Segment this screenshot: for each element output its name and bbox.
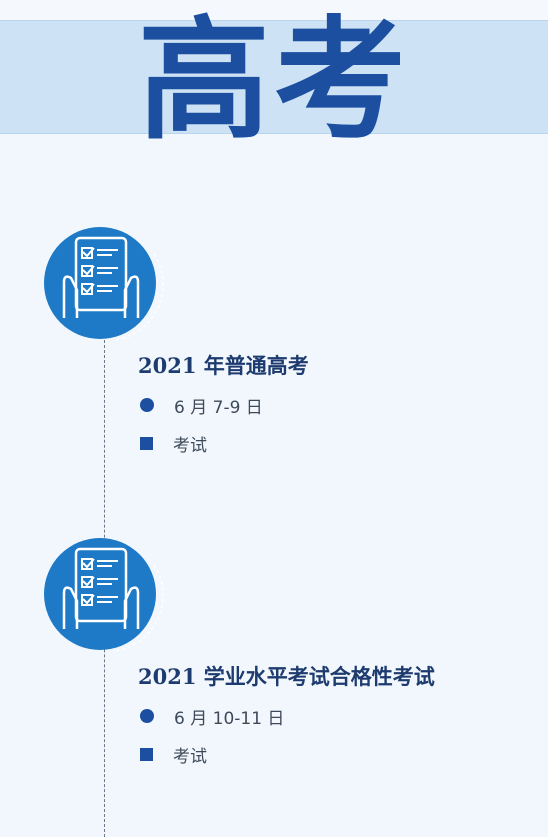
- page-title: 高考: [138, 4, 410, 158]
- event-date-row: 6 月 7-9 日: [140, 393, 263, 418]
- exam-checklist-icon: [44, 533, 166, 655]
- event-title: 2021 年普通高考: [138, 353, 309, 378]
- dot-bullet-icon: [140, 398, 154, 412]
- square-bullet-icon: [140, 436, 153, 450]
- event-type-row: 考试: [140, 742, 207, 767]
- event-date: 6 月 7-9 日: [174, 397, 263, 418]
- event-type: 考试: [173, 746, 207, 767]
- dot-bullet-icon: [140, 709, 154, 723]
- event-type-row: 考试: [140, 431, 207, 456]
- exam-checklist-icon: [44, 222, 166, 344]
- top-strip: [0, 0, 548, 20]
- event-date: 6 月 10-11 日: [174, 708, 285, 729]
- event-date-row: 6 月 10-11 日: [140, 704, 285, 729]
- square-bullet-icon: [140, 747, 153, 761]
- header-banner: [0, 20, 548, 134]
- event-title: 2021 学业水平考试合格性考试: [138, 664, 435, 689]
- event-type: 考试: [173, 435, 207, 456]
